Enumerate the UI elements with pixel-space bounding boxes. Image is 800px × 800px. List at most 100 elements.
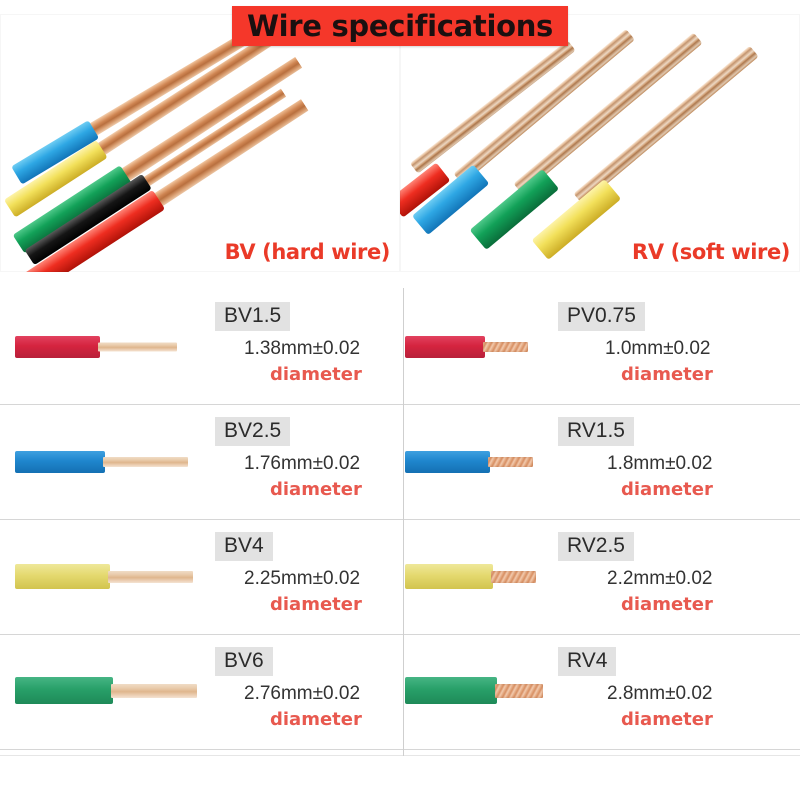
spec-model-badge: BV1.5	[215, 302, 291, 331]
wire-sample-bv3-core	[108, 570, 193, 583]
table-row: BV2.5 1.76mm±0.02 diameter RV1.5 1.8mm±0…	[0, 405, 800, 520]
photo-wire-red-rv	[400, 162, 451, 218]
photo-strand-yellow-copper	[573, 45, 759, 205]
photo-wire-red-sheath	[18, 189, 166, 272]
photo-wire-black-copper	[29, 88, 287, 261]
spec-cell-bv-1: BV1.5 1.38mm±0.02 diameter	[0, 290, 400, 405]
wire-sample-rv4-core	[495, 683, 543, 698]
row-divider	[400, 519, 800, 520]
spec-model-badge: PV0.75	[558, 302, 645, 331]
photo-wire-yellow-copper	[9, 20, 294, 212]
photo-wire-blue-sheath	[11, 120, 100, 185]
spec-model-badge: BV4	[215, 532, 273, 561]
spec-diameter-label: diameter	[270, 364, 362, 385]
wire-sample-rv3-jacket	[405, 564, 493, 589]
hero-photo-rv: RV (soft wire)	[400, 14, 800, 272]
wire-sample-bv4-jacket	[15, 677, 113, 704]
spec-cell-rv-2: RV1.5 1.8mm±0.02 diameter	[400, 405, 800, 520]
page-title: Wire specifications	[246, 9, 554, 43]
wire-sample-rv1-core	[483, 342, 528, 352]
wire-sample-rv3	[405, 564, 540, 589]
wire-sample-bv3	[15, 564, 193, 589]
spec-diameter-label: diameter	[270, 709, 362, 730]
page-title-banner: Wire specifications	[232, 6, 568, 46]
hero-caption-bv: BV (hard wire)	[224, 240, 391, 264]
spec-diameter-label: diameter	[621, 709, 713, 730]
spec-dimension: 1.38mm±0.02	[244, 338, 361, 359]
spec-cell-bv-3: BV4 2.25mm±0.02 diameter	[0, 520, 400, 635]
photo-strand-yellow	[573, 45, 759, 205]
photo-strand-red-copper	[409, 40, 576, 174]
photo-strand-blue-copper	[453, 29, 635, 185]
spec-diameter-label: diameter	[270, 594, 362, 615]
photo-wire-black-sheath	[24, 173, 152, 266]
spec-dimension: 2.76mm±0.02	[244, 683, 361, 704]
photo-wire-green-rv	[469, 168, 560, 250]
spec-cell-bv-4: BV6 2.76mm±0.02 diameter	[0, 635, 400, 750]
photo-wire-yellow-rv	[531, 178, 622, 260]
spec-diameter-label: diameter	[270, 479, 362, 500]
photo-wire-red-rv-sheath	[400, 162, 451, 218]
photo-strand-blue	[453, 29, 635, 185]
spec-dimension: 1.0mm±0.02	[605, 338, 711, 359]
wire-sample-bv4-core	[111, 683, 197, 698]
hero-photo-bv: BV (hard wire)	[0, 14, 400, 272]
wire-sample-rv1	[405, 336, 530, 358]
photo-wire-green	[12, 56, 303, 254]
photo-wire-yellow-rv-sheath	[531, 178, 622, 260]
spec-model-badge: RV4	[558, 647, 617, 676]
photo-strand-red	[409, 40, 576, 174]
photo-wire-green-rv-sheath	[469, 168, 560, 250]
wire-sample-bv2-core	[103, 457, 188, 467]
photo-wire-green-sheath	[12, 165, 132, 254]
spec-diameter-label: diameter	[621, 479, 713, 500]
column-divider	[403, 288, 404, 756]
row-divider	[0, 404, 400, 405]
hero-photo-banner: BV (hard wire)	[0, 14, 800, 272]
photo-wire-green-copper	[18, 56, 303, 249]
wire-sample-rv4	[405, 677, 545, 704]
wire-sample-rv2	[405, 451, 535, 473]
spec-dimension: 1.8mm±0.02	[607, 453, 713, 474]
row-divider	[400, 749, 800, 750]
spec-diameter-label: diameter	[621, 364, 713, 385]
photo-wire-blue-rv-sheath	[411, 164, 490, 236]
row-divider	[400, 404, 800, 405]
spec-model-badge: RV2.5	[558, 532, 634, 561]
spec-dimension: 1.76mm±0.02	[244, 453, 361, 474]
row-divider	[400, 634, 800, 635]
spec-dimension: 2.25mm±0.02	[244, 568, 361, 589]
wire-sample-rv2-jacket	[405, 451, 490, 473]
row-divider	[0, 749, 400, 750]
wire-sample-rv1-jacket	[405, 336, 485, 358]
wire-sample-bv1-core	[98, 342, 177, 352]
spec-cell-rv-4: RV4 2.8mm±0.02 diameter	[400, 635, 800, 750]
spec-model-badge: BV6	[215, 647, 273, 676]
photo-wire-yellow	[3, 20, 294, 218]
photo-wire-black	[24, 88, 287, 266]
table-row: BV1.5 1.38mm±0.02 diameter PV0.75 1.0mm±…	[0, 290, 800, 405]
wire-sample-bv2-jacket	[15, 451, 105, 473]
spec-dimension: 2.2mm±0.02	[607, 568, 713, 589]
photo-strand-green-copper	[513, 32, 703, 195]
wire-sample-bv1-jacket	[15, 336, 100, 358]
spec-model-badge: RV1.5	[558, 417, 634, 446]
spec-dimension: 2.8mm±0.02	[607, 683, 713, 704]
spec-model-badge: BV2.5	[215, 417, 291, 446]
table-row: BV4 2.25mm±0.02 diameter RV2.5 2.2mm±0.0…	[0, 520, 800, 635]
wire-sample-rv3-core	[491, 570, 536, 583]
hero-caption-rv: RV (soft wire)	[632, 240, 790, 264]
wire-sample-bv3-jacket	[15, 564, 110, 589]
row-divider	[0, 634, 400, 635]
spec-diameter-label: diameter	[621, 594, 713, 615]
spec-cell-rv-1: PV0.75 1.0mm±0.02 diameter	[400, 290, 800, 405]
spec-cell-bv-2: BV2.5 1.76mm±0.02 diameter	[0, 405, 400, 520]
bottom-divider	[0, 755, 800, 756]
wire-sample-bv1	[15, 336, 177, 358]
wire-sample-rv2-core	[488, 457, 533, 467]
table-row: BV6 2.76mm±0.02 diameter RV4 2.8mm±0.02 …	[0, 635, 800, 750]
photo-wire-blue-rv	[411, 164, 490, 236]
photo-strand-green	[513, 32, 703, 195]
row-divider	[0, 519, 400, 520]
